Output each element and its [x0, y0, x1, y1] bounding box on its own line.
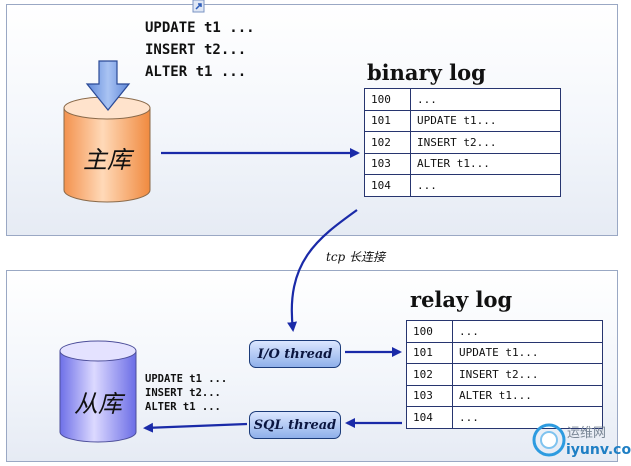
log-event: ...	[410, 88, 561, 111]
document-icon	[192, 0, 205, 13]
sql-thread: SQL thread	[249, 411, 341, 439]
log-position: 104	[406, 406, 453, 429]
arrow-binlog-to-io-thread	[287, 209, 358, 332]
relay-log-title: relay log	[410, 287, 513, 312]
watermark-title: 运维网	[567, 426, 607, 441]
slave-statement: ALTER t1 ...	[145, 401, 221, 413]
master-statement: INSERT t2...	[145, 42, 247, 58]
io-thread: I/O thread	[249, 340, 341, 368]
master-label: 主库	[83, 146, 131, 174]
master-statement: UPDATE t1 ...	[145, 20, 255, 36]
master-database: 主库	[62, 96, 152, 204]
log-position: 101	[364, 109, 411, 132]
log-event: ...	[452, 406, 603, 429]
arrow-sql-to-slave	[143, 422, 248, 433]
slave-statements: UPDATE t1 ... INSERT t2... ALTER t1 ...	[145, 372, 227, 414]
slave-statement: UPDATE t1 ...	[145, 373, 228, 385]
binary-log-title: binary log	[367, 60, 486, 85]
master-statement: ALTER t1 ...	[145, 64, 247, 80]
watermark-site: iyunv.com	[566, 442, 631, 458]
connection-label: tcp 长连接	[326, 250, 386, 264]
down-arrow-icon	[85, 60, 131, 111]
master-statements: UPDATE t1 ... INSERT t2... ALTER t1 ...	[145, 17, 255, 83]
database-cylinder-icon	[59, 340, 137, 443]
slave-label: 从库	[74, 390, 122, 418]
table-row: 100...	[406, 320, 603, 343]
log-position: 101	[406, 341, 453, 364]
slave-database: 从库	[58, 340, 138, 444]
log-position: 103	[406, 384, 453, 407]
table-row: 104...	[364, 174, 561, 197]
cloud-logo-icon	[532, 423, 566, 457]
log-event: INSERT t2...	[452, 363, 603, 386]
log-event: ...	[410, 174, 561, 197]
table-row: 104...	[406, 406, 603, 429]
log-event: ALTER t1...	[410, 152, 561, 175]
log-event: UPDATE t1...	[452, 341, 603, 364]
log-position: 100	[364, 88, 411, 111]
table-row: 100...	[364, 88, 561, 111]
log-position: 104	[364, 174, 411, 197]
slave-statement: INSERT t2...	[145, 387, 221, 399]
